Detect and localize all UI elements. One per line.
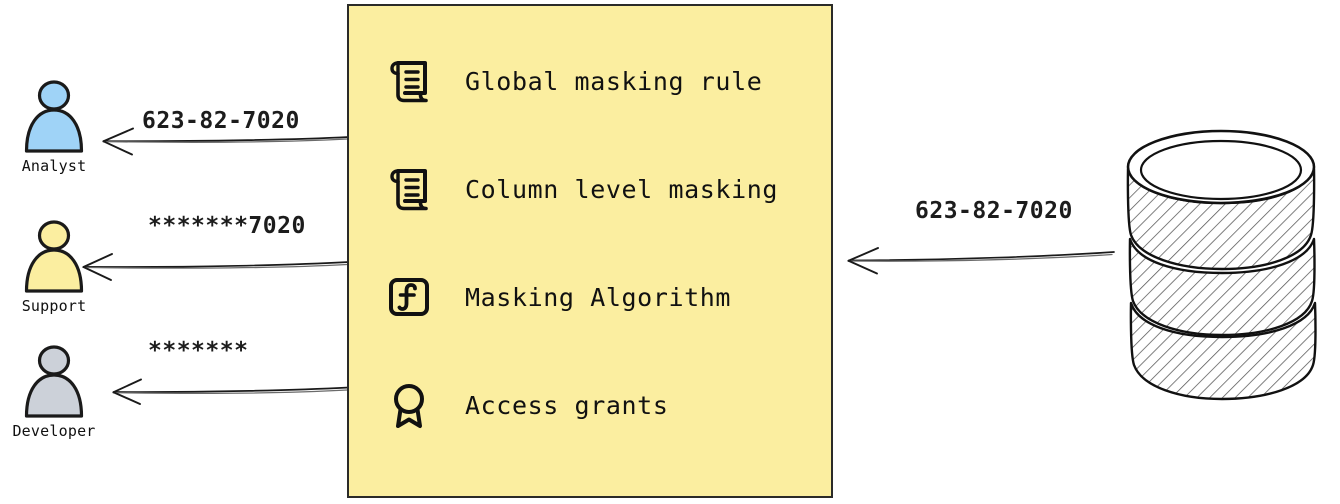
arrow-left-support — [82, 253, 350, 281]
policy-item-label: Access grants — [465, 390, 669, 420]
arrow-left-analyst — [102, 127, 350, 156]
actor-support: Support — [0, 218, 114, 315]
policy-item-list: Global masking rule Column level masking — [383, 50, 813, 436]
policy-box: Global masking rule Column level masking — [347, 4, 833, 498]
policy-item-label: Masking Algorithm — [465, 282, 732, 312]
policy-item-label: Column level masking — [465, 174, 779, 204]
actor-analyst: Analyst — [0, 78, 114, 175]
arrow-left-database — [847, 247, 1115, 275]
scroll-icon — [383, 55, 435, 107]
flow-label-analyst: 623-82-7020 — [142, 108, 300, 134]
flow-label-developer: ******* — [148, 338, 249, 364]
policy-item[interactable]: Column level masking — [383, 158, 813, 220]
arrow-left-developer — [112, 378, 350, 405]
policy-item[interactable]: Access grants — [383, 374, 813, 436]
database-cylinder-icon — [1126, 129, 1317, 401]
actor-label: Support — [21, 297, 87, 315]
flow-label-support: *******7020 — [148, 213, 306, 239]
actor-developer: Developer — [0, 343, 114, 440]
policy-item[interactable]: Global masking rule — [383, 50, 813, 112]
policy-item[interactable]: Masking Algorithm — [383, 266, 813, 328]
policy-item-label: Global masking rule — [465, 66, 763, 96]
award-icon — [383, 379, 435, 431]
person-icon — [24, 220, 84, 293]
scroll-icon — [383, 163, 435, 215]
function-icon — [383, 271, 435, 323]
actor-label: Analyst — [21, 157, 87, 175]
actor-label: Developer — [12, 422, 96, 440]
flow-label-database: 623-82-7020 — [915, 198, 1073, 224]
person-icon — [24, 80, 84, 153]
person-icon — [24, 345, 84, 418]
